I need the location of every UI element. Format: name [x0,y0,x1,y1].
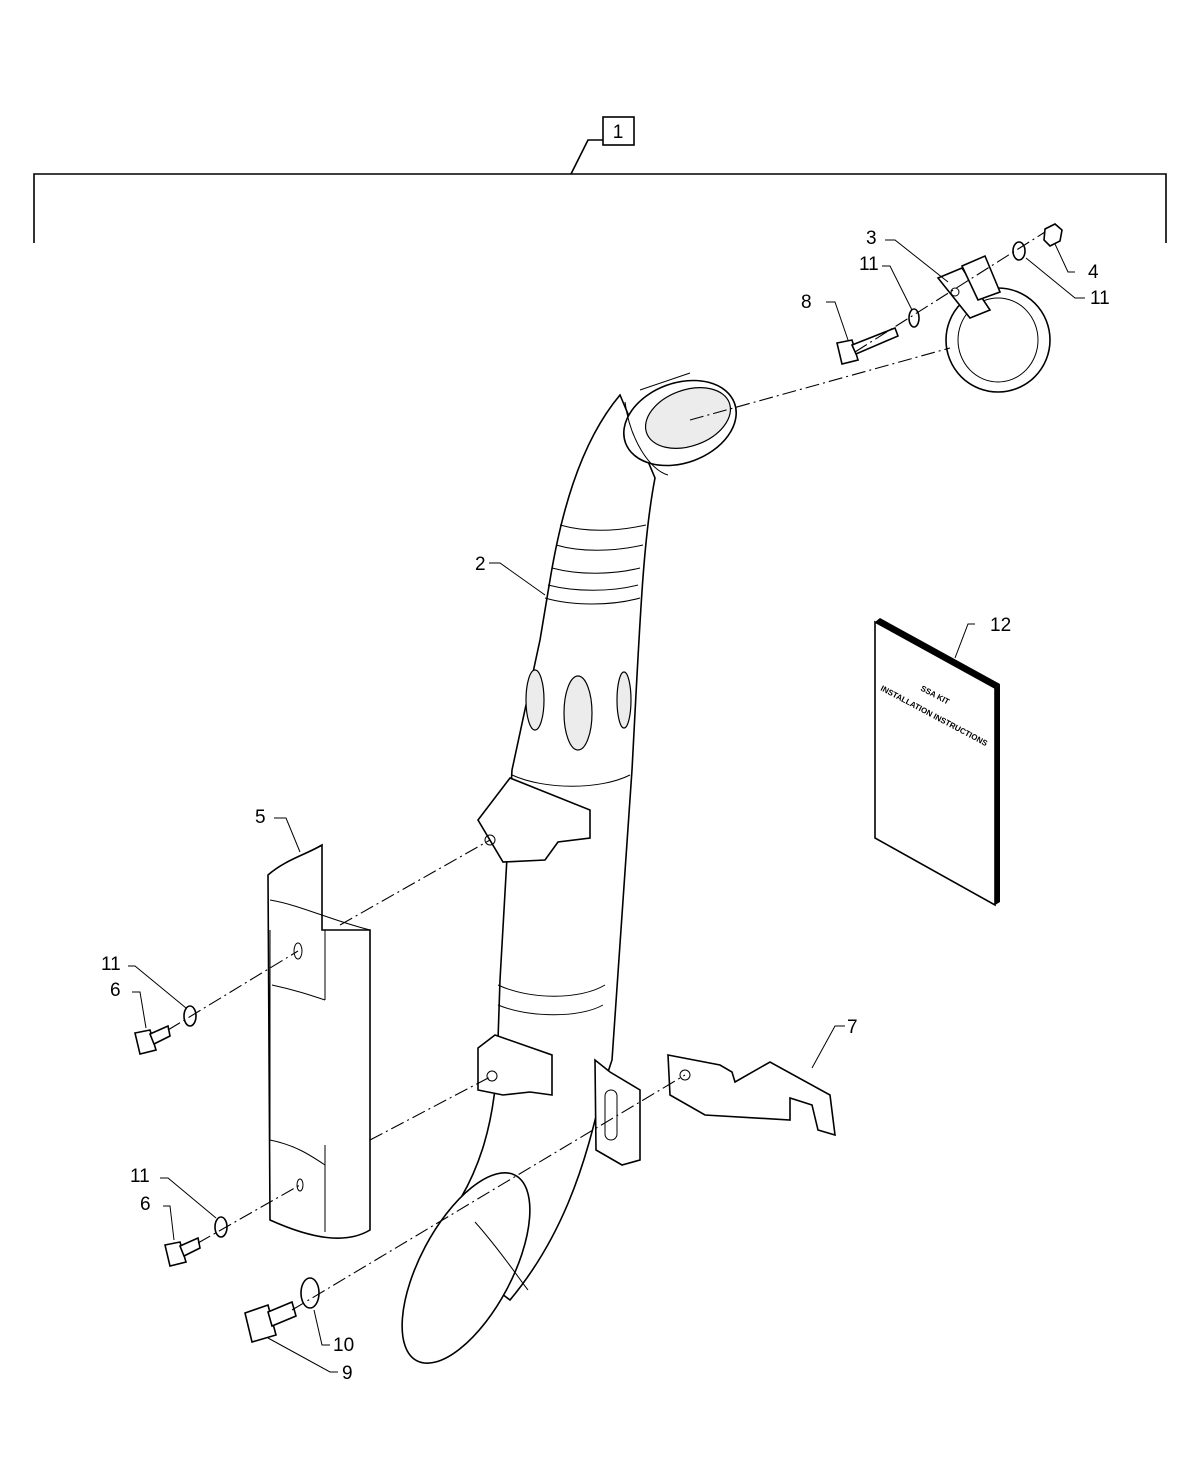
bolt-6-lower [164,1236,201,1267]
callout-6-upper: 6 [110,980,121,1001]
callout-12: 12 [990,615,1011,636]
callout-11-clamp-right: 11 [1090,288,1110,309]
nut-4 [1043,223,1063,247]
callout-3: 3 [866,228,877,249]
heat-shield [267,843,371,1239]
support-bracket [667,1054,836,1137]
callout-11-clamp-left: 11 [859,254,879,275]
callout-9: 9 [342,1363,353,1384]
washer-11-upper-left [908,308,920,328]
bolt-6-upper [134,1024,171,1055]
callout-5: 5 [255,807,266,828]
kit-bracket: 1 [33,116,1167,243]
callout-2: 2 [475,554,486,575]
kit-callout-box [602,116,635,146]
callout-10: 10 [333,1335,354,1356]
alignment-lines [167,231,1046,1311]
callout-8: 8 [801,292,812,313]
kit-callout-label: 1 [613,122,624,143]
instruction-booklet: SSA KIT INSTALLATION INSTRUCTIONS [874,618,1000,907]
callout-6-lower: 6 [140,1194,151,1215]
callout-11-shield-upper: 11 [101,954,121,975]
bolt-9 [244,1300,297,1344]
washer-11-upper-right [1012,241,1026,261]
callout-4: 4 [1088,262,1099,283]
bolt-8 [836,326,900,365]
callout-11-shield-lower: 11 [130,1166,150,1187]
exhaust-clamp [936,254,1051,393]
washer-10 [300,1277,320,1309]
exhaust-tailpipe [401,372,737,1364]
leader-lines [128,239,1085,1373]
callout-7: 7 [847,1017,858,1038]
pipe-brackets [477,777,641,1166]
